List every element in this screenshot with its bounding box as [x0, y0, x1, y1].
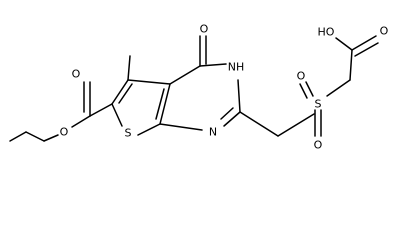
bond-c6-c5 — [111, 79, 129, 105]
bond-c2-n — [223, 111, 241, 127]
bond-s-o-top-1 — [299, 83, 308, 99]
bond-s-c7a — [137, 123, 161, 136]
atom-ester-o: O — [60, 126, 69, 139]
bond-oester-carbonyl — [71, 115, 91, 128]
atom-labels: O O S O NH N S O O HO O — [60, 23, 389, 152]
atom-sulfonyl-o-top: O — [297, 70, 306, 83]
bond-acid-co-2 — [354, 42, 379, 57]
atom-ring-n: N — [209, 126, 217, 139]
bond-ethyl-ch3 — [9, 131, 27, 142]
bond-c4a-c4 — [169, 65, 201, 85]
bond-s-ch2 — [326, 79, 351, 97]
bond-c5-c4a — [127, 79, 171, 85]
chemical-structure: O O S O NH N S O O HO O — [9, 23, 389, 152]
bond-c4-nh — [199, 63, 227, 67]
bond-c4a-c7a-inner — [155, 88, 165, 120]
bond-acid-co-1 — [351, 35, 377, 51]
bond-c4a-c7a — [159, 83, 171, 125]
atom-acid-carbonyl-o: O — [380, 25, 389, 38]
bond-ch2-s — [277, 113, 315, 137]
atom-ring-s: S — [125, 127, 132, 140]
bond-ethyl-ch2 — [25, 131, 45, 142]
bond-nh-c2 — [237, 79, 241, 113]
atom-nh: NH — [228, 61, 245, 74]
bond-c2-n-inner — [220, 107, 234, 120]
atom-sulfonyl-o-bottom: O — [314, 139, 323, 152]
bond-ester-to-ring — [89, 103, 113, 117]
atom-ester-carbonyl-o: O — [72, 68, 81, 81]
bond-ch2-cooh — [349, 49, 353, 81]
bond-ch2-oester — [43, 134, 59, 142]
structure-canvas: O O S O NH N S O O HO O — [9, 23, 389, 152]
bond-c6-c5-inner — [118, 83, 133, 104]
atom-keto-o: O — [200, 23, 209, 36]
bond-c6-s — [111, 103, 123, 127]
bond-methyl — [127, 55, 131, 81]
bond-c2-ch2 — [239, 111, 279, 137]
atom-sulfonyl-s: S — [315, 98, 322, 111]
bond-acid-oh — [335, 37, 353, 51]
bonds — [9, 35, 379, 142]
bond-n-c7a — [159, 123, 203, 131]
atom-acid-oh: HO — [318, 26, 335, 39]
bond-s-o-top-2 — [305, 81, 314, 97]
